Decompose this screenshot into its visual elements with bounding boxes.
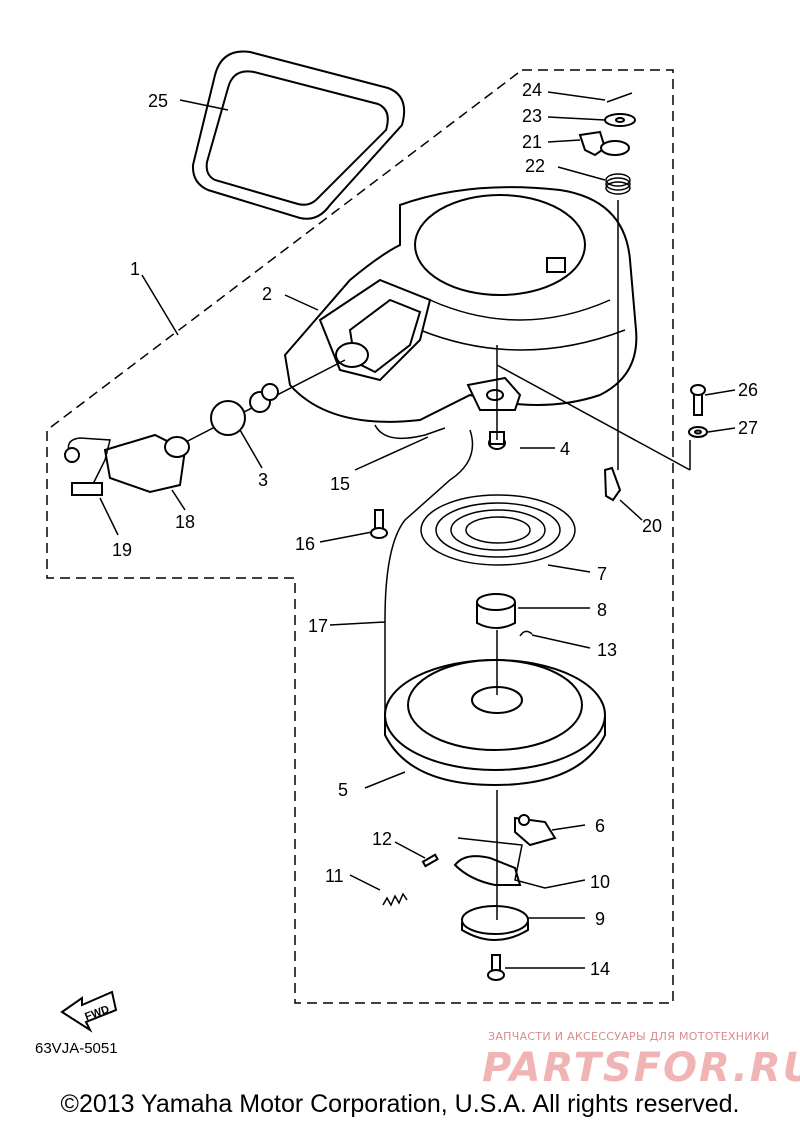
- part-18-starter-handle: [103, 433, 190, 494]
- callout-25: 25: [148, 91, 168, 111]
- callout-11: 11: [325, 866, 344, 886]
- copyright-notice: ©2013 Yamaha Motor Corporation, U.S.A. A…: [60, 1090, 740, 1118]
- fwd-arrow-icon: FWD: [60, 990, 118, 1033]
- callout-7: 7: [597, 564, 607, 584]
- callout-20: 20: [642, 516, 662, 536]
- callout-15: 15: [330, 474, 350, 494]
- callout-21: 21: [522, 132, 542, 152]
- part-20-lever: [603, 466, 622, 502]
- callout-1: 1: [130, 259, 140, 279]
- callout-4: 4: [560, 439, 570, 459]
- callout-27: 27: [738, 418, 758, 438]
- part-26-bolt: [690, 384, 706, 416]
- callout-14: 14: [590, 959, 610, 979]
- callout-10: 10: [590, 872, 610, 892]
- part-19-handle-clip: [64, 437, 111, 496]
- watermark-tagline: ЗАПЧАСТИ И АКСЕССУАРЫ ДЛЯ МОТОТЕХНИКИ: [488, 1030, 770, 1043]
- part-3-grommet: [210, 383, 279, 436]
- part-17-cable: [384, 429, 474, 720]
- part-8-bushing: [476, 593, 516, 629]
- callout-9: 9: [595, 909, 605, 929]
- watermark-brand: PARTSFOR.RU: [482, 1045, 800, 1091]
- part-11-spring: [382, 892, 408, 907]
- part-10-pawl-plate: [453, 855, 522, 886]
- part-1-starter-housing: [283, 186, 638, 423]
- callout-24: 24: [522, 80, 542, 100]
- part-22-spring: [605, 173, 631, 195]
- part-9-cap: [461, 905, 529, 941]
- assembly-boundary: [46, 69, 674, 1004]
- part-21-link: [578, 130, 607, 157]
- callout-19: 19: [112, 540, 132, 560]
- part-5-pulley: [384, 659, 606, 787]
- part-6-pawl: [514, 814, 557, 847]
- part-13-clip: [519, 630, 533, 637]
- callout-12: 12: [372, 829, 392, 849]
- callout-3: 3: [258, 470, 268, 490]
- callout-16: 16: [295, 534, 315, 554]
- part-7-recoil-spring: [420, 494, 576, 566]
- part-12-pin: [421, 853, 439, 868]
- callout-13: 13: [597, 640, 617, 660]
- callout-23: 23: [522, 106, 542, 126]
- callout-26: 26: [738, 380, 758, 400]
- part-24-pin: [606, 92, 633, 103]
- callout-2: 2: [262, 284, 272, 304]
- callout-5: 5: [338, 780, 348, 800]
- callout-17: 17: [308, 616, 328, 636]
- part-2-handle-guide: [318, 278, 432, 382]
- part-14-bolt: [487, 954, 505, 981]
- diagram-code: 63VJA-5051: [35, 1040, 118, 1057]
- callout-22: 22: [525, 156, 545, 176]
- leader-lines: [99, 91, 736, 969]
- part-16-screw: [370, 509, 388, 539]
- part-25-cover-gasket: [191, 50, 406, 220]
- part-15-cable: [374, 424, 446, 440]
- part-27-washer: [688, 426, 708, 438]
- callout-18: 18: [175, 512, 195, 532]
- callout-6: 6: [595, 816, 605, 836]
- part-23-washer: [604, 113, 636, 127]
- callout-8: 8: [597, 600, 607, 620]
